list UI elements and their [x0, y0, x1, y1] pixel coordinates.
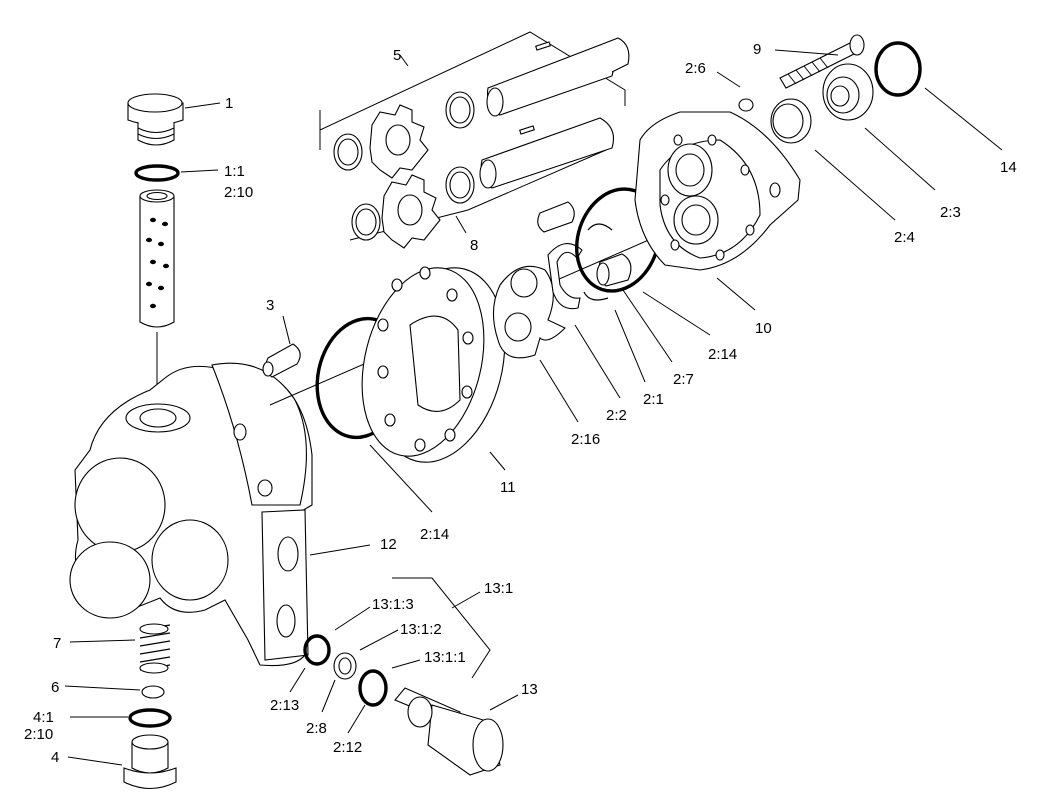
label-2-12: 2:12 [333, 739, 362, 756]
gear-set-5 [319, 31, 630, 179]
end-plate-11 [361, 266, 506, 463]
o-ring-4-1 [128, 708, 172, 728]
label-2-10-bottom: 2:10 [24, 726, 53, 743]
label-2-13: 2:13 [270, 697, 299, 714]
label-2-2: 2:2 [606, 407, 627, 424]
clip-2-1-top [587, 223, 613, 231]
label-2-7: 2:7 [673, 371, 694, 388]
label-2-3: 2:3 [940, 204, 961, 221]
washer-2-6 [738, 98, 754, 112]
bolt-9 [779, 34, 865, 89]
label-3: 3 [266, 297, 274, 314]
seal-plate-2-16 [492, 265, 566, 359]
o-ring-1-1 [134, 164, 180, 182]
label-12: 12 [380, 536, 397, 553]
label-2-10-top: 2:10 [224, 184, 253, 201]
o-ring-2-13 [303, 634, 331, 666]
label-1: 1 [225, 95, 233, 112]
pin [537, 201, 575, 233]
plug-part-1 [127, 93, 184, 146]
label-11: 11 [500, 479, 516, 496]
label-13-1-3: 13:1:3 [372, 596, 414, 613]
label-2-1: 2:1 [643, 391, 664, 408]
label-13-1: 13:1 [484, 580, 513, 597]
seal-2-2 [547, 243, 583, 310]
gear-set-8 [349, 117, 615, 249]
label-1-1: 1:1 [224, 163, 245, 180]
retaining-ring-14 [874, 41, 922, 97]
label-2-14-right: 2:14 [708, 346, 737, 363]
washer-2-4 [770, 98, 812, 144]
plug-4 [123, 734, 177, 790]
label-13-1-1: 13:1:1 [424, 649, 466, 666]
label-13: 13 [521, 681, 538, 698]
spring-7 [139, 623, 171, 674]
label-14: 14 [1000, 159, 1017, 176]
label-5: 5 [393, 47, 401, 64]
perforated-tube [139, 189, 175, 328]
part-labels: 1 1:1 2:10 3 5 8 9 2:6 14 2:3 2:4 10 2:1… [24, 41, 1017, 766]
leader-lines [64, 49, 1003, 766]
label-4: 4 [51, 749, 59, 766]
label-10: 10 [755, 320, 772, 337]
seal-2-3 [822, 63, 874, 121]
clip-2-1-bottom [583, 291, 609, 301]
label-9: 9 [753, 41, 761, 58]
label-2-8: 2:8 [306, 720, 327, 737]
label-6: 6 [51, 679, 59, 696]
dowel-pin-3 [262, 343, 301, 378]
cover-10 [634, 111, 801, 271]
pump-housing-12 [69, 362, 313, 667]
o-ring-13-1-1 [358, 669, 388, 707]
label-2-6: 2:6 [685, 60, 706, 77]
relief-valve-13 [333, 652, 504, 776]
label-2-14-left: 2:14 [420, 526, 449, 543]
label-4-1: 4:1 [33, 709, 54, 726]
bushing-2-7 [596, 253, 632, 287]
label-8: 8 [470, 237, 478, 254]
label-2-16: 2:16 [571, 431, 600, 448]
label-13-1-2: 13:1:2 [400, 621, 442, 638]
label-7: 7 [53, 635, 61, 652]
label-2-4: 2:4 [894, 229, 915, 246]
cap-6 [141, 685, 165, 699]
